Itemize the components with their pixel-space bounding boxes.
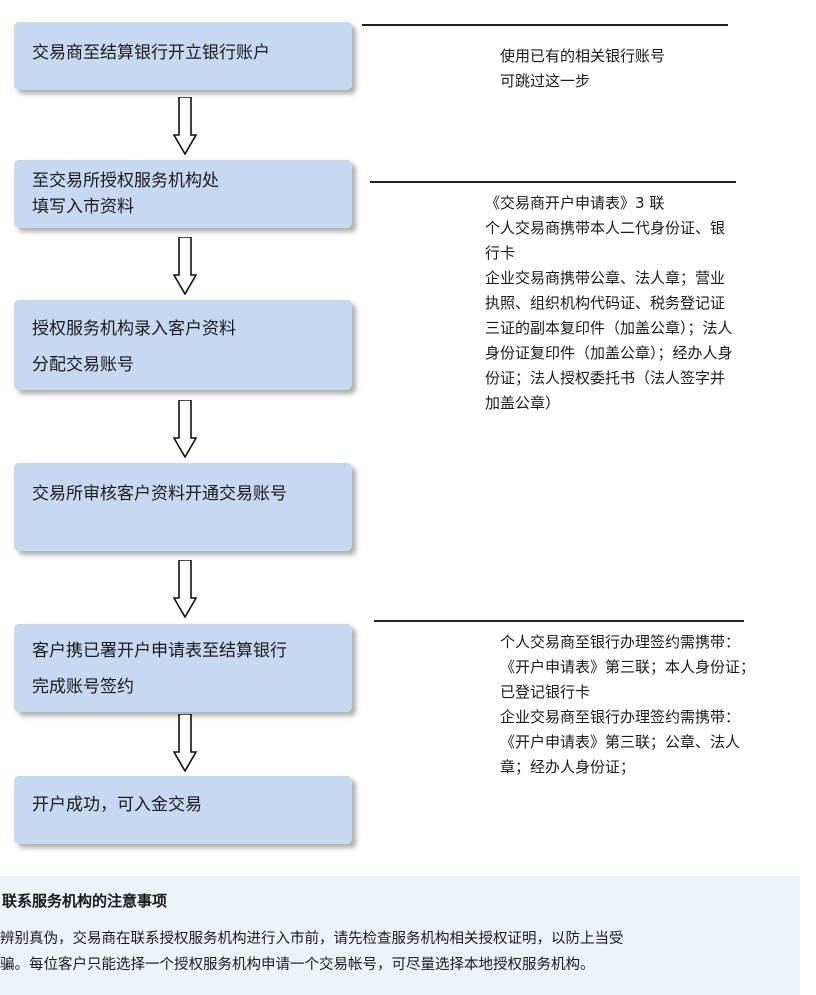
- down-arrow-icon: [173, 714, 197, 772]
- note-line: 章；经办人身份证；: [500, 758, 636, 776]
- step-text: 完成账号签约: [32, 677, 134, 697]
- note-line: 企业交易商至银行办理签约需携带：: [500, 708, 741, 726]
- step-text: 交易所审核客户资料开通交易账号: [32, 484, 287, 504]
- note-line: 加盖公章）: [485, 394, 561, 412]
- note-line: 《交易商开户申请表》3 联: [485, 194, 665, 212]
- note-skip-step: 使用已有的相关银行账号 可跳过这一步: [500, 44, 665, 94]
- step-open-bank-account: 交易商至结算银行开立银行账户: [14, 22, 352, 90]
- step-enter-client-info: 授权服务机构录入客户资料 分配交易账号: [14, 300, 352, 390]
- notice-line: 骗。每位客户只能选择一个授权服务机构申请一个交易帐号，可尽量选择本地授权服务机构…: [0, 957, 595, 973]
- note-line: 《开户申请表》第三联；公章、法人: [500, 733, 741, 751]
- note-line: 执照、组织机构代码证、税务登记证: [485, 294, 726, 312]
- note-line: 已登记银行卡: [500, 683, 591, 701]
- note-line: 使用已有的相关银行账号: [500, 47, 666, 65]
- note-line: 可跳过这一步: [500, 72, 591, 90]
- step-text: 开户成功，可入金交易: [32, 795, 202, 815]
- note-line: 三证的副本复印件（加盖公章）；法人: [485, 319, 733, 337]
- down-arrow-icon: [173, 560, 197, 618]
- step-text: 填写入市资料: [32, 197, 134, 217]
- note-line: 企业交易商携带公章、法人章；营业: [485, 269, 726, 287]
- note-bank-signing-documents: 个人交易商至银行办理签约需携带： 《开户申请表》第三联；本人身份证； 已登记银行…: [500, 630, 755, 780]
- connector-line: [370, 181, 736, 183]
- connector-line: [362, 24, 728, 26]
- note-line: 个人交易商至银行办理签约需携带：: [500, 633, 741, 651]
- note-line: 份证；法人授权委托书（法人签字并: [485, 369, 726, 387]
- step-text: 至交易所授权服务机构处: [32, 171, 219, 191]
- connector-line: [374, 620, 744, 622]
- step-text: 分配交易账号: [32, 355, 134, 375]
- note-line: 《开户申请表》第三联；本人身份证；: [500, 658, 756, 676]
- note-line: 行卡: [485, 244, 516, 262]
- notice-section: 联系服务机构的注意事项 辨别真伪，交易商在联系授权服务机构进行入市前，请先检查服…: [0, 876, 800, 995]
- step-success: 开户成功，可入金交易: [14, 776, 352, 844]
- notice-body: 辨别真伪，交易商在联系授权服务机构进行入市前，请先检查服务机构相关授权证明，以防…: [0, 926, 624, 978]
- down-arrow-icon: [173, 97, 197, 155]
- notice-line: 辨别真伪，交易商在联系授权服务机构进行入市前，请先检查服务机构相关授权证明，以防…: [0, 931, 624, 947]
- step-text: 交易商至结算银行开立银行账户: [32, 43, 270, 63]
- step-text: 授权服务机构录入客户资料: [32, 319, 236, 339]
- step-bank-signing: 客户携已署开户申请表至结算银行 完成账号签约: [14, 624, 352, 712]
- down-arrow-icon: [173, 237, 197, 295]
- down-arrow-icon: [173, 400, 197, 458]
- note-line: 个人交易商携带本人二代身份证、银: [485, 219, 726, 237]
- note-required-documents: 《交易商开户申请表》3 联 个人交易商携带本人二代身份证、银 行卡 企业交易商携…: [485, 191, 733, 416]
- notice-title: 联系服务机构的注意事项: [2, 892, 168, 910]
- step-text: 客户携已署开户申请表至结算银行: [32, 641, 287, 661]
- step-review-account: 交易所审核客户资料开通交易账号: [14, 463, 352, 551]
- note-line: 身份证复印件（加盖公章）；经办人身: [485, 344, 733, 362]
- step-fill-materials: 至交易所授权服务机构处 填写入市资料: [14, 160, 352, 228]
